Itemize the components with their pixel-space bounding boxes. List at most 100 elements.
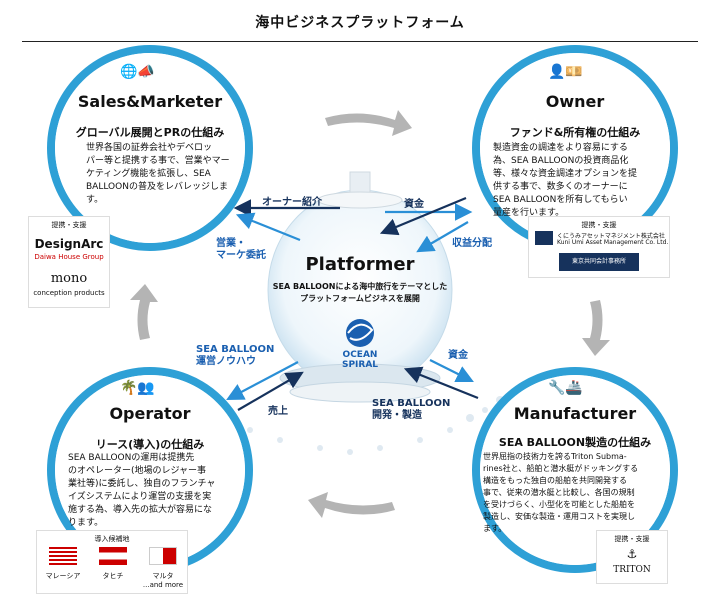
manufacturer-line: を受けづらく、小型化を可能とした船舶を: [483, 500, 635, 509]
partner-designarc: DesignArc: [34, 237, 104, 251]
platformer-sphere: [267, 171, 453, 403]
operator-heading: Operator: [109, 404, 191, 423]
candidates-label: 導入候補地: [94, 535, 130, 543]
page-title: 海中ビジネスプラットフォーム: [255, 15, 465, 31]
owner-line: SEA BALLOONを所有してもらい: [493, 195, 628, 205]
cycle-arrow-bottom: [308, 492, 395, 518]
partner-designarc-sub: Daiwa House Group: [34, 253, 104, 261]
cycle-arrow-top: [325, 110, 412, 136]
malta-flag-icon: [149, 547, 177, 565]
ocean-spiral-text: OCEAN SPIRAL: [320, 350, 400, 370]
logo-text-ocean: OCEAN: [342, 350, 378, 360]
flag-label-tahiti: タヒチ: [102, 572, 124, 580]
sales-partner-box: 提携・支援 DesignArc Daiwa House Group mono c…: [28, 216, 110, 308]
arrow-funds-bottom: [429, 359, 474, 382]
manufacturer-partner-box: 提携・支援 ⚓ TRITON: [596, 530, 668, 584]
label-funds-top: 資金: [404, 199, 424, 210]
operator-line: 業社等)に委託し、独自のフランチャ: [68, 479, 216, 489]
owner-heading: Owner: [545, 92, 605, 111]
manufacturer-subheading: SEA BALLOON製造の仕組み: [498, 436, 652, 449]
arrow-sales-outsource: [235, 212, 301, 242]
partner-kuniumi-sub: Kuni Umi Asset Management Co. Ltd.: [557, 239, 669, 246]
arrow-sales-revenue: [237, 371, 304, 411]
operator-candidates-box: 導入候補地 マレーシア タヒチ マルタ ...and more: [36, 530, 188, 594]
label-line: 営業・: [216, 238, 246, 249]
owner-line: 供する事で、数多くのオーナーに: [493, 182, 628, 192]
kuniumi-logo: [535, 231, 553, 245]
label-owner-intro: オーナー紹介: [262, 197, 322, 208]
label-sales-revenue: 売上: [268, 406, 288, 417]
manufacturer-description: 世界屈指の技術力を誇るTriton Subma- rines社と、船舶と潜水艇が…: [483, 451, 683, 535]
flow-arrows: [226, 196, 479, 411]
operator-line: SEA BALLOONの運用は提携先: [68, 453, 195, 463]
label-sales-outsource: 営業・ マーケ委託: [216, 238, 266, 262]
ocean-spiral-logo: [346, 319, 374, 347]
label-funds-bottom: 資金: [448, 350, 468, 361]
title-divider: [22, 41, 698, 42]
sales-line: BALLOONの普及をレバレッジしま: [86, 182, 228, 192]
palm-people-icon: 🌴👥: [120, 380, 155, 396]
cycle-arrow-right: [582, 300, 610, 356]
cycle-arrows: [130, 110, 610, 518]
and-more-label: ...and more: [142, 581, 184, 589]
malaysia-flag-icon: [49, 547, 77, 565]
flag-label-malta: マルタ: [152, 572, 174, 580]
partner-triton: TRITON: [613, 565, 651, 575]
sales-line: 世界各国の証券会社やデベロッ: [86, 143, 213, 153]
manufacturer-heading: Manufacturer: [513, 404, 637, 423]
flag-label-malaysia: マレーシア: [45, 572, 81, 580]
manufacturer-line: rines社と、船舶と潜水艇がドッキングする: [483, 464, 639, 473]
manufacturer-line: ます。: [483, 524, 507, 533]
label-line: 運営ノウハウ: [196, 356, 256, 367]
owner-line: 為、SEA BALLOONの投資商品化: [493, 156, 629, 166]
triton-emblem-icon: ⚓: [626, 547, 638, 561]
operator-line: 施する為、導入先の拡大が容易にな: [68, 505, 213, 515]
owner-line: 製造資金の調達をより容易にする: [493, 143, 628, 153]
operator-description: SEA BALLOONの運用は提携先 のオペレーター(地場のレジャー事 業社等)…: [68, 452, 248, 530]
manufacturer-line: 世界屈指の技術力を誇るTriton Subma-: [483, 452, 627, 461]
arrow-operation-knowhow: [226, 361, 299, 401]
operator-line: イズシステムにより運営の支援を実: [68, 492, 212, 502]
partner-mono-sub: conception products: [33, 289, 105, 297]
label-revenue-share: 収益分配: [452, 238, 492, 249]
partner-label: 提携・支援: [614, 535, 650, 543]
platformer-title: Platformer: [305, 254, 415, 275]
sales-subheading: グローバル展開とPRの仕組み: [75, 126, 225, 139]
sales-line: す。: [86, 195, 104, 205]
sales-description: 世界各国の証券会社やデベロッ パー等と提携する事で、営業やマー ケティング機能を…: [86, 142, 246, 207]
partner-kuniumi: くにうみアセットマネジメント株式会社: [557, 233, 665, 240]
sales-line: ケティング機能を拡張し、SEA: [86, 169, 211, 179]
manufacturer-line: 製造し、安価な製造・運用コストを実現し: [483, 512, 635, 521]
owner-line: 量産を行います。: [493, 208, 565, 218]
tools-ship-icon: 🔧🚢: [548, 380, 583, 396]
sales-line: パー等と提携する事で、営業やマー: [86, 156, 230, 166]
label-line: マーケ委託: [216, 250, 266, 261]
partner-label: 提携・支援: [581, 221, 617, 229]
arrow-dev-manufacture: [403, 366, 479, 400]
arrow-revenue-share: [416, 221, 469, 253]
tahiti-flag-icon: [99, 547, 127, 565]
owner-line: 等、様々な資金調達オプションを提: [493, 169, 638, 179]
label-line: SEA BALLOON: [196, 344, 275, 355]
person-money-icon: 👤💴: [548, 64, 583, 80]
partner-mono: mono: [50, 271, 88, 286]
label-dev-manufacture: SEA BALLOON 開発・製造: [372, 398, 450, 422]
operator-line: のオペレーター(地場のレジャー事: [68, 466, 207, 476]
arrow-funds-top-in: [379, 196, 467, 236]
manufacturer-line: 事で、従来の潜水艇と比較し、各国の規制: [483, 488, 635, 497]
manufacturer-line: 構造をもった独自の船舶を共同開発する: [483, 476, 627, 485]
owner-subheading: ファンド&所有権の仕組み: [509, 126, 641, 139]
owner-partner-box: 提携・支援 くにうみアセットマネジメント株式会社 Kuni Umi Asset …: [528, 216, 670, 278]
logo-text-spiral: SPIRAL: [341, 360, 379, 370]
globe-megaphone-icon: 🌐📣: [120, 64, 155, 80]
partner-tokyo-kyodo: 東京共同会計事務所: [559, 253, 639, 271]
label-operation-knowhow: SEA BALLOON 運営ノウハウ: [196, 344, 274, 368]
partner-label: 提携・支援: [51, 221, 87, 229]
sales-heading: Sales&Marketer: [77, 92, 223, 111]
label-line: 開発・製造: [372, 410, 422, 421]
owner-description: 製造資金の調達をより容易にする 為、SEA BALLOONの投資商品化 等、様々…: [493, 142, 663, 220]
operator-line: ります。: [68, 518, 104, 528]
label-line: SEA BALLOON: [372, 398, 451, 409]
cycle-arrow-left: [130, 284, 158, 340]
